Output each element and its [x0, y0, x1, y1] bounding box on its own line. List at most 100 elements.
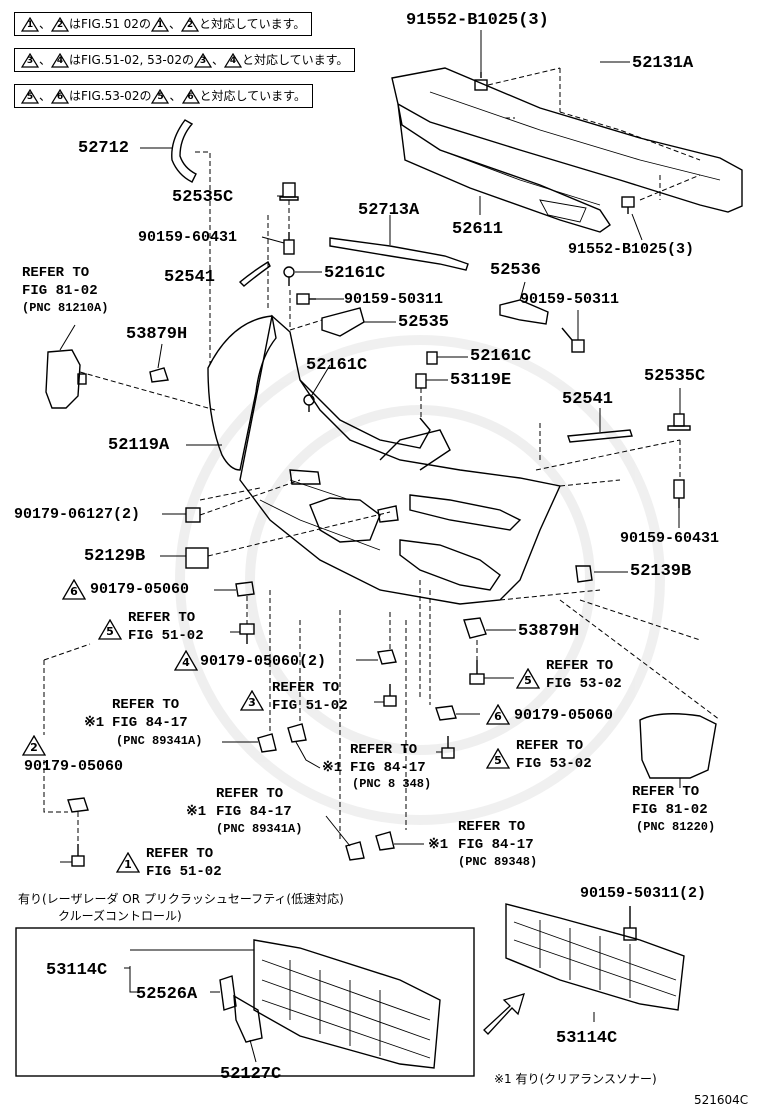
figure-code: 521604C [694, 1093, 749, 1107]
refer-label: REFER TO [128, 610, 196, 626]
clip-icon [235, 581, 255, 597]
clip [149, 367, 169, 383]
part-label: 52535C [644, 367, 706, 386]
clip-icon [377, 649, 397, 665]
refer-fig-link[interactable]: FIG 53-02 [516, 756, 592, 772]
bolt-icon [673, 479, 685, 508]
upper-molding [329, 237, 469, 271]
fastener-icon [303, 394, 315, 412]
upper-grille [505, 903, 685, 1011]
bolt-icon [621, 196, 635, 214]
part-label: 91552-B1025(3) [568, 241, 695, 258]
bumper-reinforcement [391, 67, 743, 233]
marker-triangle-icon: 2 [21, 734, 47, 756]
sensor-bracket [375, 831, 395, 851]
refer-fig-link[interactable]: FIG 53-02 [546, 676, 622, 692]
refer-label: REFER TO [146, 846, 214, 862]
marker-triangle-icon: 1 [21, 17, 39, 32]
part-label: 90159-50311 [344, 291, 444, 308]
arrow-icon [483, 993, 525, 1035]
marker-triangle-icon: 6 [485, 703, 511, 725]
part-label: 90179-05060 [514, 707, 614, 724]
refer-label: REFER TO [350, 742, 418, 758]
radar-bracket [219, 975, 237, 1011]
marker-triangle-icon: 3 [21, 53, 39, 68]
refer-fig-link[interactable]: FIG 84-17 [350, 760, 426, 776]
refer-fig-link[interactable]: FIG 84-17 [458, 837, 534, 853]
marker-triangle-icon: 5 [151, 89, 170, 104]
refer-label: REFER TO [516, 738, 584, 754]
side-molding-right [567, 429, 633, 443]
refer-pnc: (PNC 89341A) [116, 734, 203, 748]
part-label: 90159-50311 [520, 291, 620, 308]
refer-fig-link[interactable]: FIG 51-02 [146, 864, 222, 880]
reference-mark: ※1 [322, 760, 343, 776]
marker-triangle-icon: 4 [223, 53, 242, 68]
part-label: 90179-05060 [90, 581, 190, 598]
marker-triangle-icon: 5 [21, 89, 39, 104]
refer-fig-link[interactable]: FIG 81-02 [632, 802, 708, 818]
part-label: 52535 [398, 313, 450, 332]
part-label: 90179-05060 [24, 758, 124, 775]
refer-label: REFER TO [546, 658, 614, 674]
left-fog-cover [45, 349, 81, 409]
part-label: 53119E [450, 371, 512, 390]
part-label: 52611 [452, 220, 504, 239]
part-label: 52131A [632, 54, 694, 73]
part-label: 52161C [470, 347, 532, 366]
part-label: 90159-60431 [620, 530, 720, 547]
refer-pnc: (PNC 8 348) [352, 777, 432, 791]
marker-triangle-icon: 5 [515, 667, 541, 689]
part-label: 52713A [358, 201, 420, 220]
refer-fig-link[interactable]: FIG 84-17 [112, 715, 188, 731]
refer-fig-link[interactable]: FIG 84-17 [216, 804, 292, 820]
reference-mark: ※1 [186, 804, 207, 820]
marker-triangle-icon: 4 [51, 53, 70, 68]
refer-label: REFER TO [112, 697, 180, 713]
part-label: 52526A [136, 985, 198, 1004]
part-label: 52541 [164, 268, 216, 287]
refer-fig-link[interactable]: FIG 51-02 [128, 628, 204, 644]
refer-fig-link[interactable]: FIG 51-02 [272, 698, 348, 714]
part-label: 52139B [630, 562, 692, 581]
marker-triangle-icon: 6 [51, 89, 70, 104]
part-label: 52536 [490, 261, 542, 280]
part-label: 90159-60431 [138, 229, 238, 246]
marker-triangle-icon: 2 [51, 17, 70, 32]
part-label: 53114C [46, 961, 108, 980]
refer-pnc: (PNC 89341A) [216, 822, 303, 836]
part-label: 53879H [126, 325, 188, 344]
part-label: 52712 [78, 139, 130, 158]
clip-icon [67, 797, 89, 813]
sensor-bracket [257, 733, 277, 753]
refer-fig-link[interactable]: FIG 81-02 [22, 283, 98, 299]
reference-mark: ※1 [428, 837, 449, 853]
fastener-icon [283, 266, 295, 286]
radar-cover [233, 994, 263, 1043]
part-label: 52541 [562, 390, 614, 409]
clip-icon [667, 413, 691, 431]
part-label: 52119A [108, 436, 170, 455]
option-caption-2: クルーズコントロール) [58, 909, 182, 923]
part-label: 53879H [518, 622, 580, 641]
sensor-bracket [287, 723, 307, 743]
marker-triangle-icon: 1 [115, 851, 141, 873]
marker-triangle-icon: 4 [173, 649, 199, 671]
bolt-icon [623, 906, 637, 941]
lower-grille [253, 939, 441, 1069]
part-label: 91552-B1025(3) [406, 11, 549, 30]
marker-triangle-icon: 3 [193, 53, 212, 68]
cover-plate [185, 547, 209, 569]
upper-strip [171, 119, 197, 183]
clip-icon [575, 565, 593, 583]
refer-pnc: (PNC 81220) [636, 820, 716, 834]
clip-icon [279, 182, 299, 201]
marker-triangle-icon: 3 [239, 689, 265, 711]
refer-label: REFER TO [22, 265, 90, 281]
part-label: 52535C [172, 188, 234, 207]
part-label: 52161C [306, 356, 368, 375]
